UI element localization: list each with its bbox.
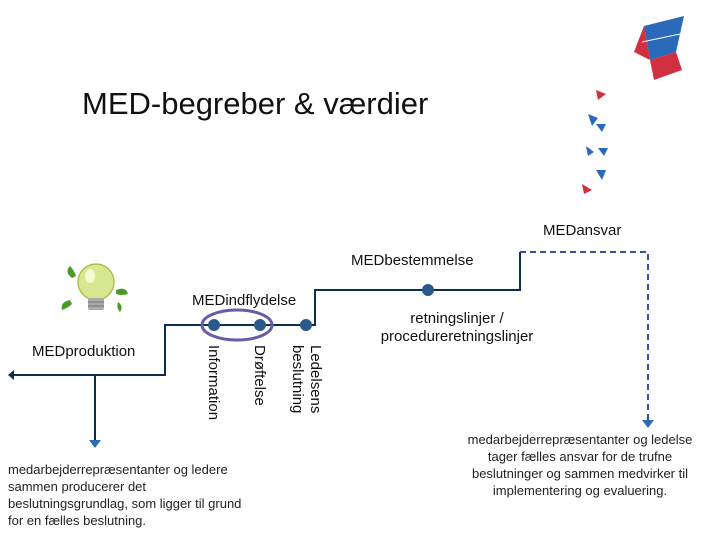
dot-ledelsens <box>300 319 312 331</box>
vertical-ledelsens-line1: Ledelsens <box>307 345 324 414</box>
level-bestemmelse: MEDbestemmelse <box>351 252 474 269</box>
retningslinjer-line2: procedureretningslinjer <box>380 328 534 345</box>
ansvar-dashed <box>520 251 649 420</box>
left-description: medarbejderrepræsentanter og ledere samm… <box>8 462 242 528</box>
produktion-down-arrowhead <box>89 440 101 448</box>
vertical-ledelsens: Ledelsens beslutning <box>288 345 324 413</box>
ansvar-down-arrowhead <box>642 420 654 428</box>
bestemmelse-step <box>428 252 521 291</box>
dot-retningslinjer <box>422 284 434 296</box>
level-indflydelse: MEDindflydelse <box>192 292 297 309</box>
retningslinjer-label: retningslinjer / procedureretningslinjer <box>362 310 552 346</box>
dot-information <box>208 319 220 331</box>
vertical-droftelse: Drøftelse <box>251 345 268 406</box>
indflydelse-ellipse <box>200 308 274 342</box>
indflydelse-step <box>185 289 428 326</box>
dot-droftelse <box>254 319 266 331</box>
produktion-bracket <box>14 324 185 440</box>
right-description: medarbejderrepræsentanter og ledelse tag… <box>467 432 693 498</box>
vertical-information: Information <box>205 345 222 421</box>
level-produktion: MEDproduktion <box>32 343 136 360</box>
vertical-ledelsens-line2: beslutning <box>289 345 306 414</box>
produktion-left-arrowhead <box>8 370 14 380</box>
retningslinjer-line1: retningslinjer / <box>410 310 504 327</box>
level-ansvar: MEDansvar <box>543 222 622 239</box>
page-title: MED-begreber & værdier <box>82 86 429 121</box>
kite-logo-icon <box>634 16 684 80</box>
